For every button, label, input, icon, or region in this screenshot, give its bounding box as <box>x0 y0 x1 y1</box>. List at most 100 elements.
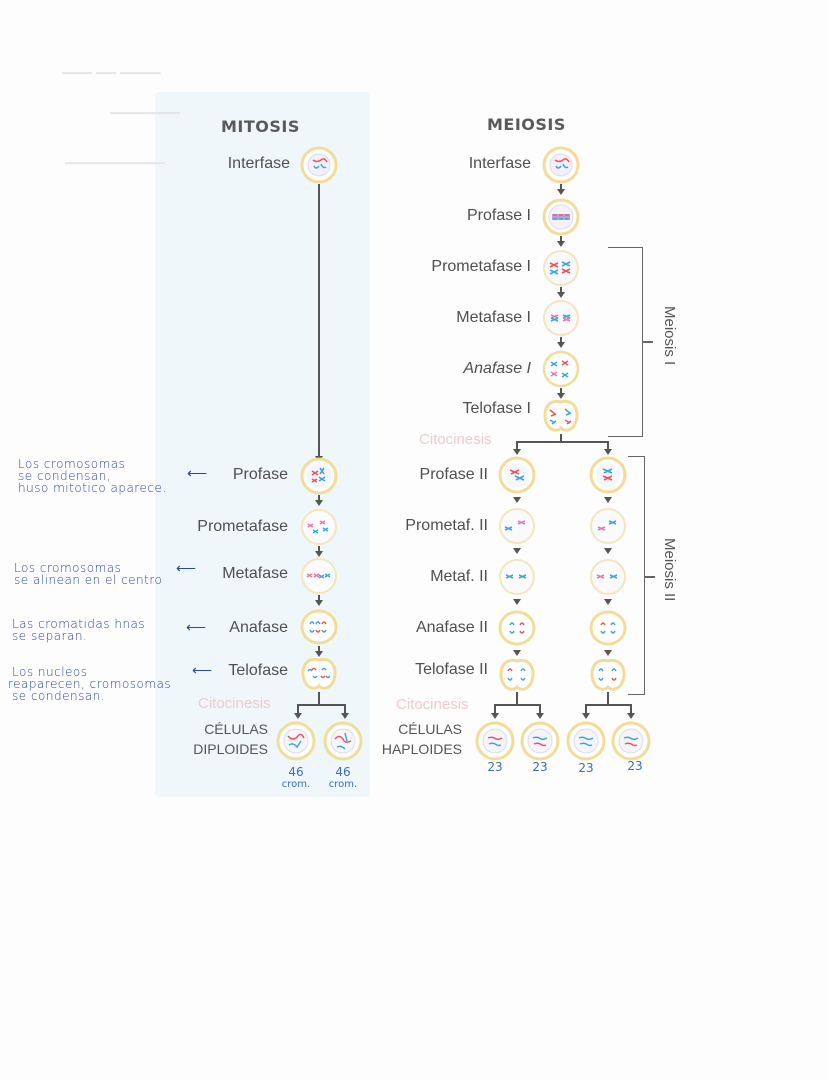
cell-telophase-i-icon <box>542 398 580 434</box>
note-line: Los cromosomas <box>18 457 126 471</box>
haploid-label-line1: CÉLULAS <box>398 721 462 737</box>
diploid-unit: crom. <box>328 779 358 790</box>
diploid-label-line1: CÉLULAS <box>204 721 268 737</box>
meiosis-phase-telofase-ii: Telofase II <box>415 661 488 678</box>
diploid-cells-label: CÉLULAS DIPLOIDES <box>180 719 268 759</box>
meiosis-i-bracket <box>608 247 643 437</box>
mitosis-phase-prometafase: Prometafase <box>197 518 288 535</box>
mitosis-phase-profase: Profase <box>232 466 288 483</box>
split-connector <box>494 704 540 706</box>
meiosis-phase-interfase: Interfase <box>468 155 531 172</box>
mitosis-title: MITOSIS <box>221 117 300 136</box>
arrow-down-icon <box>315 551 323 557</box>
cell-interphase-icon <box>300 146 338 184</box>
meiosis-phase-anafase-i: Anafase I <box>463 360 531 377</box>
note-line: se condensan, <box>18 469 112 483</box>
split-connector <box>516 441 608 443</box>
connector <box>297 704 299 714</box>
connector <box>630 704 632 714</box>
connector <box>607 692 609 704</box>
meiosis-ii-bracket <box>628 456 645 695</box>
bleed-through-text: ▁▁▁▁▁▁▁▁▁▁ <box>65 150 165 165</box>
arrow-down-icon <box>557 189 565 195</box>
connector <box>516 441 518 450</box>
meiosis-ii-label: Meiosis II <box>661 538 678 602</box>
mitosis-phase-interfase: Interfase <box>227 155 290 172</box>
cell-prometaphase-ii-icon <box>498 507 536 545</box>
note-line: Las cromatidas hnas <box>12 617 146 631</box>
meiosis-ii-citocinesis-label: Citocinesis <box>396 696 469 713</box>
bleed-through-text: ▁▁▁ ▁▁ ▁▁▁▁ <box>62 60 161 75</box>
arrow-down-icon <box>603 599 612 605</box>
arrow-down-icon <box>512 548 521 554</box>
meiosis-phase-anafase-ii: Anafase II <box>415 619 488 636</box>
arrow-down-icon <box>315 500 323 506</box>
connector <box>560 236 562 242</box>
connector <box>516 692 518 704</box>
diploid-cell-icon <box>323 721 363 761</box>
diploid-count: 46 <box>288 765 304 779</box>
cell-prophase-ii-icon <box>498 456 536 494</box>
meiosis-phase-metaf-ii: Metaf. II <box>430 568 488 585</box>
haploid-count: 23 <box>627 759 643 773</box>
connector <box>539 704 541 714</box>
split-connector <box>585 704 631 706</box>
connector <box>344 704 346 714</box>
arrow-down-icon <box>557 292 565 298</box>
connector <box>585 704 587 714</box>
diploid-label-line2: DIPLOIDES <box>193 741 268 757</box>
bracket-tick <box>645 576 655 578</box>
arrow-down-icon <box>535 713 544 719</box>
arrow-down-icon <box>340 713 349 719</box>
mitosis-phase-anafase: Anafase <box>229 619 288 636</box>
haploid-cell-icon <box>475 721 515 761</box>
cell-prometaphase-ii-icon <box>589 507 627 545</box>
arrow-down-icon <box>626 713 635 719</box>
arrow-down-icon <box>512 497 521 503</box>
arrow-down-icon <box>557 393 565 399</box>
arrow-down-icon <box>315 651 323 657</box>
haploid-label-line2: HAPLOIDES <box>381 741 462 757</box>
arrow-down-icon <box>293 713 302 719</box>
connector <box>560 337 562 343</box>
meiosis-i-label: Meiosis I <box>661 306 678 366</box>
note-telofase: Los nucleos reaparecen, cromosomas se co… <box>8 666 171 702</box>
note-metafase: Los cromosomas se alinean en el centro <box>14 562 162 586</box>
connector <box>318 546 320 552</box>
haploid-cell-icon <box>566 721 606 761</box>
mitosis-phase-metafase: Metafase <box>222 565 288 582</box>
arrow-down-icon <box>603 497 612 503</box>
note-line: Los nucleos <box>12 665 88 679</box>
cell-prophase-i-icon <box>542 198 580 236</box>
cell-anaphase-ii-icon <box>498 609 536 647</box>
arrow-down-icon <box>490 713 499 719</box>
cell-metaphase-icon <box>300 557 338 595</box>
cell-prometaphase-icon <box>300 508 338 546</box>
arrow-down-icon <box>512 650 521 656</box>
mitosis-long-connector <box>318 184 320 458</box>
connector <box>494 704 496 714</box>
connector <box>318 692 320 704</box>
arrow-down-icon <box>512 599 521 605</box>
cell-interphase-icon <box>542 146 580 184</box>
diploid-cell-icon <box>276 721 316 761</box>
arrow-down-icon <box>315 600 323 606</box>
haploid-count: 23 <box>578 761 594 775</box>
cell-metaphase-i-icon <box>542 299 580 337</box>
note-line: huso mitotico aparece. <box>18 481 167 495</box>
cell-telophase-icon <box>300 656 338 692</box>
cell-prometaphase-i-icon <box>542 249 580 287</box>
meiosis-phase-prometafase-i: Prometafase I <box>431 258 531 275</box>
haploid-count: 23 <box>532 760 548 774</box>
arrow-down-icon <box>603 548 612 554</box>
cell-telophase-ii-icon <box>589 657 627 693</box>
note-line: reaparecen, cromosomas <box>8 677 172 691</box>
meiosis-phase-telofase-i: Telofase I <box>462 400 531 417</box>
meiosis-phase-profase-i: Profase I <box>466 207 531 224</box>
mitosis-citocinesis-label: Citocinesis <box>198 695 271 712</box>
arrow-down-icon <box>512 449 521 455</box>
meiosis-i-citocinesis-label: Citocinesis <box>419 431 492 448</box>
cell-metaphase-ii-icon <box>589 558 627 596</box>
connector <box>318 495 320 501</box>
mitosis-phase-telofase: Telofase <box>228 662 288 679</box>
